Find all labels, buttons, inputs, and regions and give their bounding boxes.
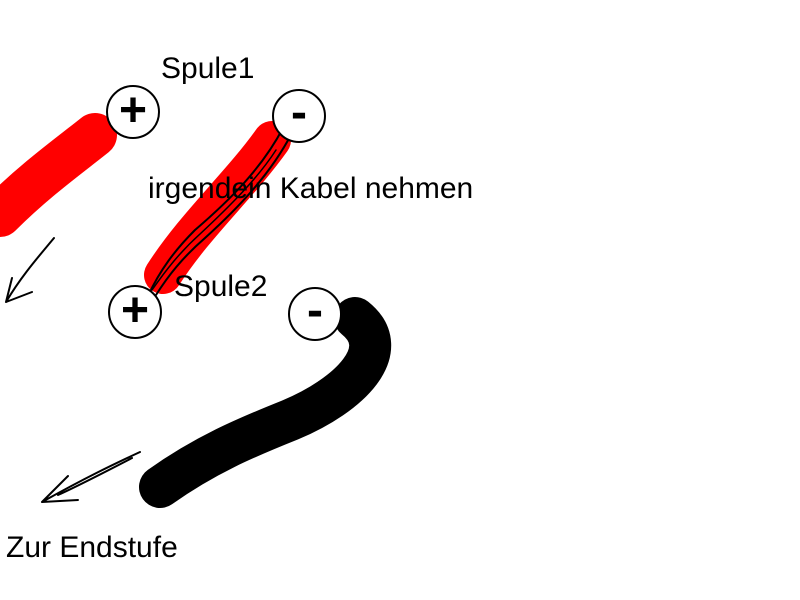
amplifier-label: Zur Endstufe — [6, 531, 178, 564]
coil2-plus-terminal: + — [108, 285, 162, 339]
arrow-bottom — [41, 451, 141, 503]
coil1-plus-terminal: + — [106, 85, 160, 139]
coil1-label: Spule1 — [161, 52, 255, 85]
cable-note: irgendein Kabel nehmen — [148, 172, 474, 205]
coil2-label: Spule2 — [174, 270, 268, 303]
black-wire — [139, 297, 392, 508]
coil1-minus-terminal: - — [272, 89, 326, 143]
hatch-line-3 — [151, 149, 277, 291]
coil2-minus-terminal: - — [288, 287, 342, 341]
red-wire-bridge — [144, 121, 291, 294]
hatch-line-1 — [147, 127, 284, 297]
hatch-line-2 — [155, 132, 293, 296]
arrow-left — [5, 237, 55, 303]
red-wire-left — [0, 113, 117, 237]
